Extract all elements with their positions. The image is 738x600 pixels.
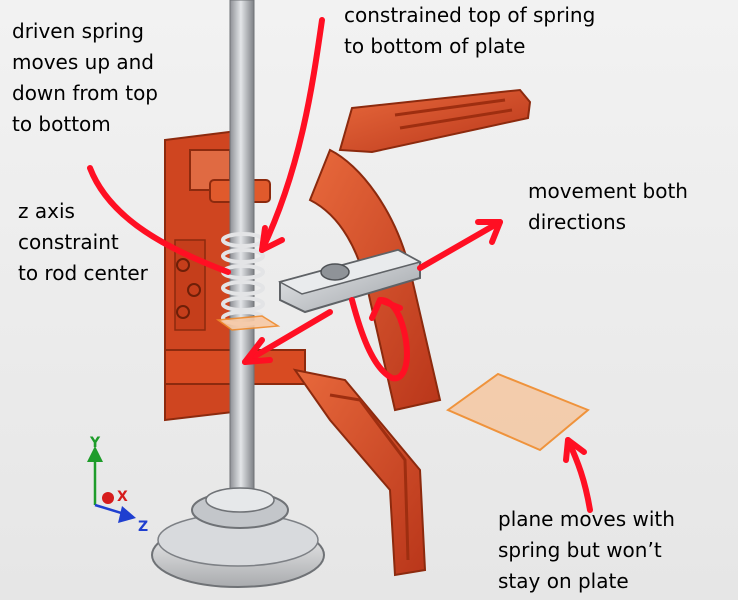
note-line: to bottom of plate [344,34,526,58]
note-line: spring but won’t [498,538,662,562]
note-line: constrained top of spring [344,3,596,27]
note-line: driven spring [12,19,144,43]
triad-z-label: Z [138,519,148,535]
note-driven-spring: driven spring moves up and down from top… [12,16,158,140]
note-line: to rod center [18,261,148,285]
sliding-plate[interactable] [278,248,422,314]
markup-arrows [87,17,593,513]
rod[interactable] [229,0,255,511]
note-line: z axis [18,199,75,223]
note-line: stay on plate [498,569,629,593]
note-line: moves up and [12,50,154,74]
note-line: plane moves with [498,507,675,531]
spring[interactable] [221,232,265,326]
note-z-axis: z axis constraint to rod center [18,196,148,289]
triad-y-label: Y [89,435,101,451]
note-line: down from top [12,81,158,105]
work-plane[interactable] [445,372,590,452]
note-movement: movement both directions [528,176,688,238]
triad-x-label: X [117,489,128,505]
note-line: movement both [528,179,688,203]
note-line: to bottom [12,112,111,136]
swivel-foot[interactable] [151,487,325,588]
coordinate-triad: Y X Z [87,435,148,535]
note-plane-moves: plane moves with spring but won’t stay o… [498,504,675,597]
note-constrained-top: constrained top of spring to bottom of p… [344,0,595,62]
spring-work-plane[interactable] [215,315,281,331]
note-line: directions [528,210,627,234]
note-line: constraint [18,230,119,254]
